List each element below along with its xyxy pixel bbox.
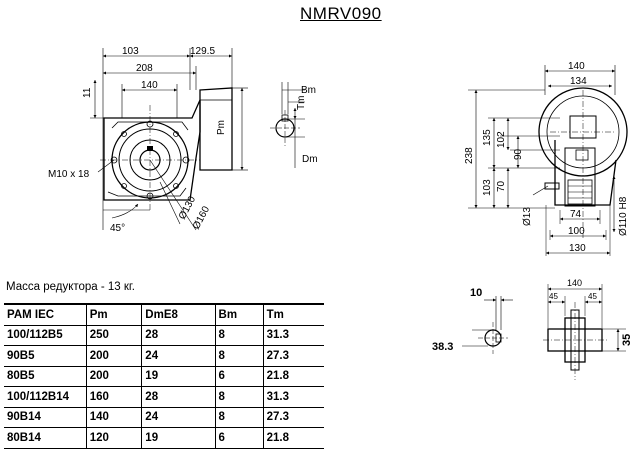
dim-140-shaft: 140 [567,278,582,288]
cell-bm: 8 [215,386,264,407]
cell-tm: 31.3 [266,329,289,342]
dim-d13: Ø13 [522,207,533,226]
drawing-title: NMRV090 [300,4,382,23]
cell-pam-iec: 90B5 [4,345,87,366]
cell-pam-iec: 80B14 [4,427,87,448]
table-row: 90B14 140 24 8 27.3 [4,407,324,428]
cell-tm: 21.8 [266,431,289,444]
dim-pm: Pm [216,120,227,135]
cell-tm: 27.3 [266,411,289,424]
col-header-bm: Bm [215,304,264,325]
dim-11: 11 [82,87,93,98]
cell-pm: 250 [86,325,143,346]
cell-tm: 31.3 [266,390,289,403]
table-row: 100/112B14 160 28 8 31.3 [4,386,324,407]
cell-dme8: 19 [141,427,216,448]
cell-pam-iec: 100/112B14 [4,386,87,407]
dim-90: 90 [513,148,524,160]
side-view [468,65,628,256]
dim-tm: Tm [296,96,307,110]
cell-pm: 200 [86,366,143,387]
cell-dme8: 28 [141,325,216,346]
cell-dme8: 24 [141,407,216,428]
dim-129-5: 129.5 [190,46,215,57]
cell-pm: 120 [86,427,143,448]
cell-dme8: 19 [141,366,216,387]
dim-130: 130 [569,243,586,254]
dim-135: 135 [482,129,493,146]
cell-pm: 140 [86,407,143,428]
dim-10: 10 [470,287,482,299]
cell-pam-iec: 100/112B5 [4,325,87,346]
dim-dm: Dm [302,154,318,165]
dim-100: 100 [568,226,585,237]
dim-103: 103 [122,46,139,57]
cell-tm: 21.8 [266,370,289,383]
col-header-tm: Tm [266,308,284,321]
dim-45-right: 45 [588,292,597,301]
cell-pm: 160 [86,386,143,407]
thread-label: M10 x 18 [48,169,90,180]
cell-bm: 8 [215,345,264,366]
table-row: 100/112B5 250 28 8 31.3 [4,325,324,346]
mass-note: Масса редуктора - 13 кг. [6,281,135,293]
dim-45-degree: 45° [110,223,125,234]
col-header-pam-iec: PAM IEC [4,304,87,325]
cell-dme8: 28 [141,386,216,407]
cell-pam-iec: 80B5 [4,366,87,387]
dim-d160: Ø160 [191,204,212,231]
dim-140-side: 140 [568,61,585,72]
col-header-dme8: DmE8 [141,304,216,325]
output-shaft-view [462,284,626,380]
dim-70: 70 [496,180,507,192]
front-view [90,48,248,231]
cell-bm: 8 [215,325,264,346]
dim-208: 208 [136,63,153,74]
table-row: 80B5 200 19 6 21.8 [4,366,324,387]
dim-45-left: 45 [549,292,558,301]
dim-38-3: 38.3 [432,341,453,353]
dim-238: 238 [464,147,475,164]
dim-134: 134 [570,76,587,87]
dim-102: 102 [496,131,507,148]
cell-bm: 6 [215,427,264,448]
dim-140-front: 140 [141,80,158,91]
cell-bm: 8 [215,407,264,428]
cell-tm: 27.3 [266,349,289,362]
cell-pm: 200 [86,345,143,366]
dim-74: 74 [570,209,582,220]
table-row: 90B5 200 24 8 27.3 [4,345,324,366]
input-shaft-view [270,82,305,168]
dim-d110-h8: Ø110 H8 [618,196,629,236]
dim-103-side: 103 [482,179,493,196]
dim-bm: Bm [301,85,316,96]
cell-pam-iec: 90B14 [4,407,87,428]
cell-dme8: 24 [141,345,216,366]
table-row: 80B14 120 19 6 21.8 [4,427,324,448]
spec-table: PAM IEC Pm DmE8 Bm Tm 100/112B5 250 28 8… [4,303,324,449]
cell-bm: 6 [215,366,264,387]
dim-35: 35 [621,334,633,346]
col-header-pm: Pm [86,304,143,325]
table-header-row: PAM IEC Pm DmE8 Bm Tm [4,304,324,325]
